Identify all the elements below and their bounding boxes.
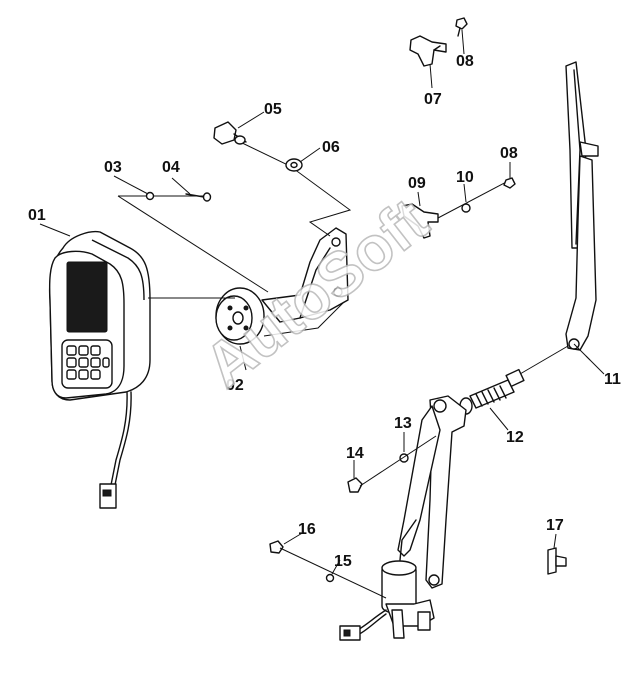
callout-17: 17: [546, 517, 564, 534]
wiper-linkage-arm: [397, 395, 467, 589]
callout-15: 15: [334, 553, 352, 570]
leader-line-09-08: [437, 179, 511, 219]
nut-part-16: [269, 540, 387, 599]
callout-01: 01: [28, 207, 46, 224]
motor-cable: [339, 609, 387, 641]
callout-07: 07: [424, 91, 442, 108]
wiper-arm-part-11: [565, 155, 597, 361]
monitor-cable: [109, 391, 128, 491]
callout-08-mid: 08: [500, 145, 518, 162]
callout-leaders: [39, 29, 605, 575]
callout-numbers: 01 02 03 04 05 06 07 08 09 10 08 11 12 1…: [28, 53, 621, 570]
washer-part-10: [461, 203, 471, 213]
bolt-part-05: [213, 121, 247, 145]
nut-part-08-mid: [503, 177, 516, 189]
callout-12: 12: [506, 429, 524, 446]
bolt-part-14: [347, 435, 437, 493]
callout-03: 03: [104, 159, 122, 176]
wiper-motor: [381, 519, 435, 639]
callout-16: 16: [298, 521, 316, 538]
callout-09: 09: [408, 175, 426, 192]
bracket-part-17: [547, 547, 567, 575]
callout-02: 02: [226, 377, 244, 394]
callout-05: 05: [264, 101, 282, 118]
callout-08-top: 08: [456, 53, 474, 70]
screw-part-04: [185, 192, 212, 202]
wiper-shaft-part-12: [459, 345, 569, 415]
bracket-part-07: [409, 35, 447, 67]
monitor-display-unit: [48, 230, 151, 509]
bracket-part-09: [401, 203, 439, 239]
callout-10: 10: [456, 169, 474, 186]
callout-04: 04: [162, 159, 180, 176]
mounting-bracket-assembly: [215, 227, 349, 345]
callout-13: 13: [394, 415, 412, 432]
monitor-buttons: [66, 345, 110, 380]
callout-06: 06: [322, 139, 340, 156]
callout-14: 14: [346, 445, 364, 462]
monitor-screen: [66, 261, 108, 333]
washer-part-03: [145, 191, 155, 201]
callout-11: 11: [604, 371, 621, 388]
washer-part-15: [325, 573, 335, 583]
nut-part-08-top: [455, 17, 468, 37]
